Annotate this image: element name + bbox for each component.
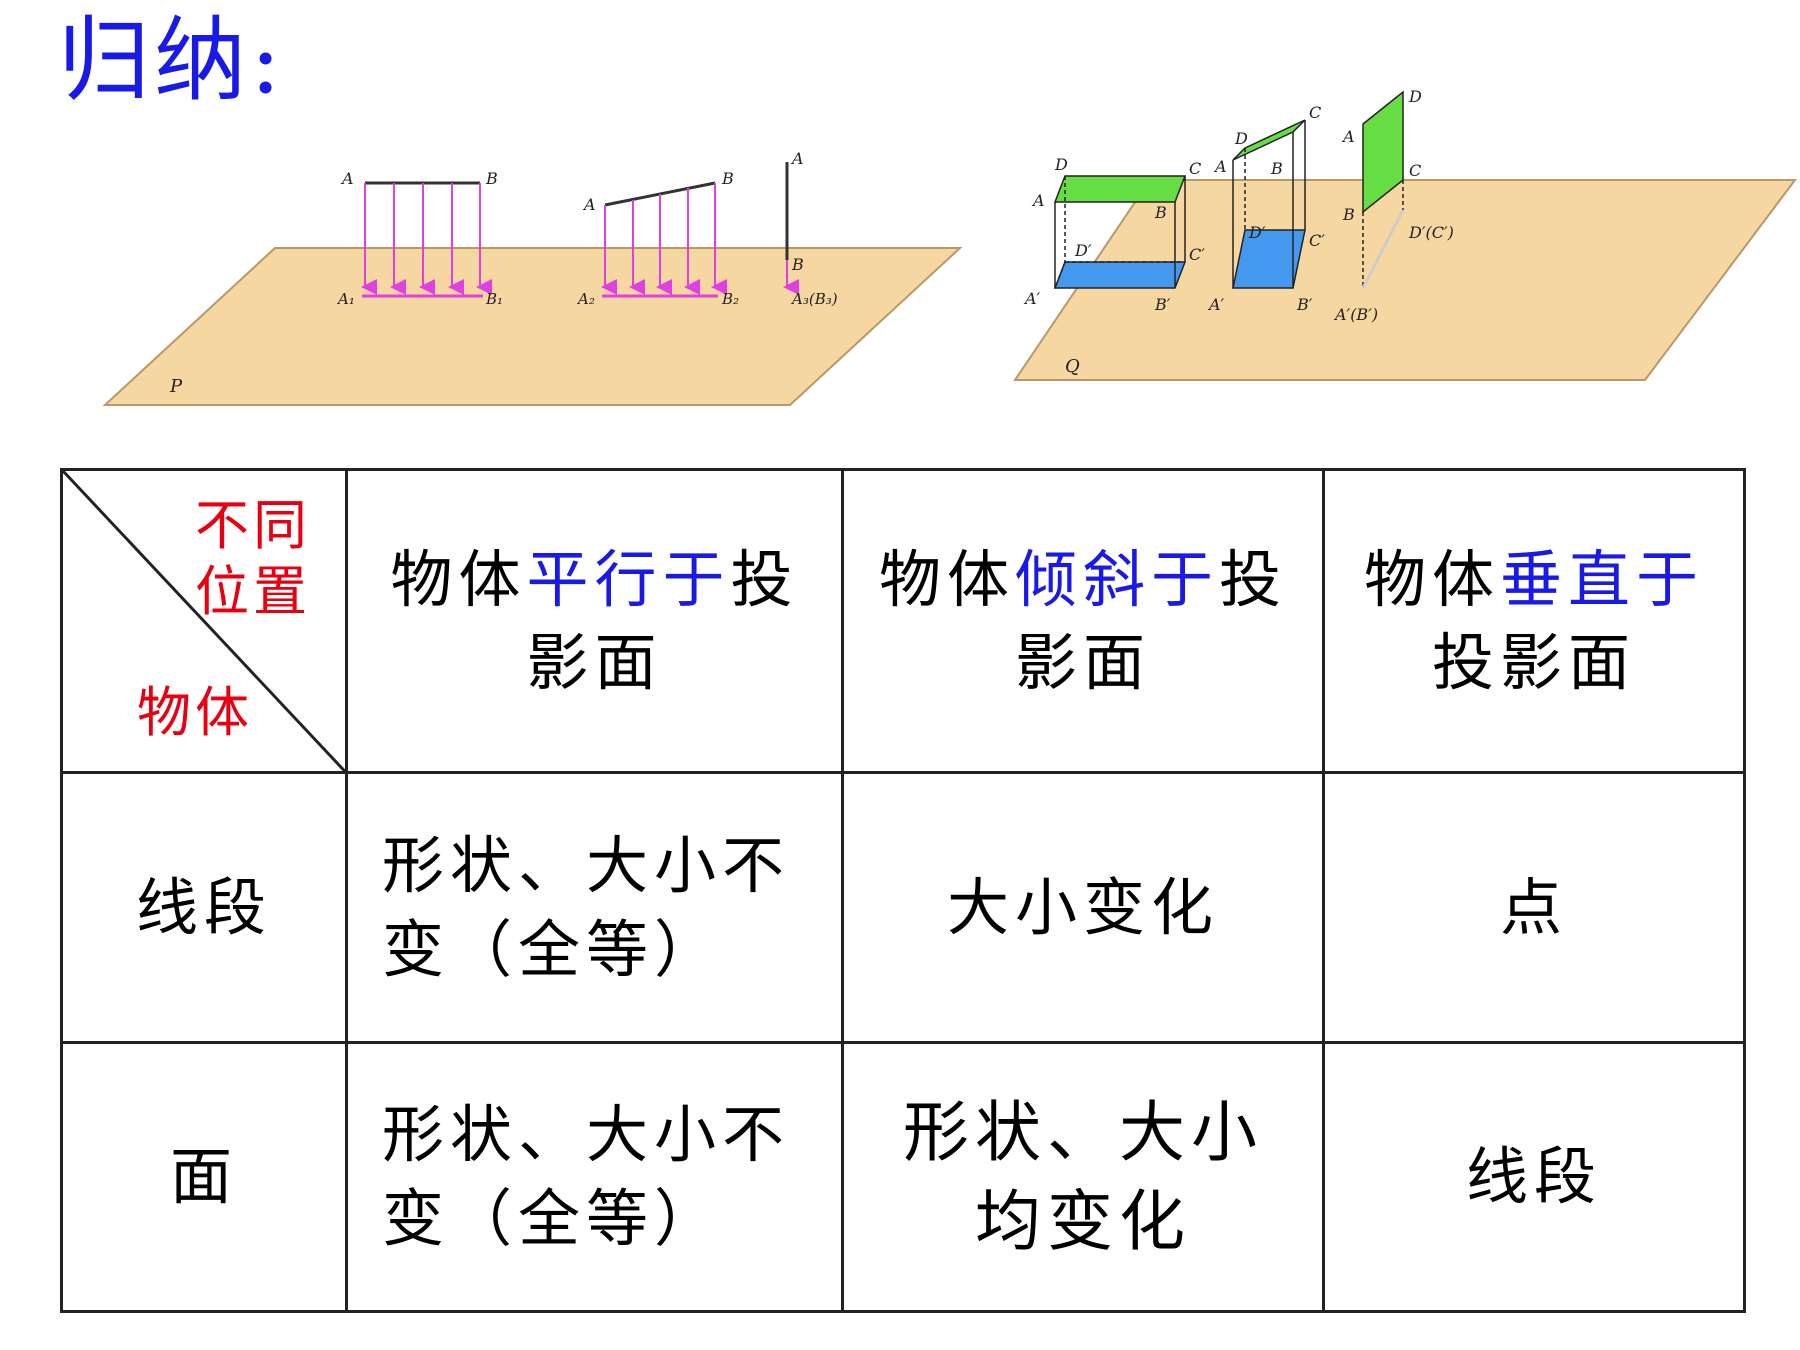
summary-table: 不同 位置 物体 物体平行于投 影面 物体倾斜于投 影面 物体垂直于 投影面 线… xyxy=(60,467,1746,1314)
diagonal-line xyxy=(63,471,345,772)
page-title: 归纳: xyxy=(58,7,285,114)
projection-segment-3 xyxy=(1361,209,1405,289)
label-c-1: C xyxy=(1189,159,1201,178)
label-a1-proj: A₁ xyxy=(336,290,355,308)
label-a1b1-3: A′(B′) xyxy=(1333,305,1378,324)
cell-face-parallel: 形状、大小不 变（全等） xyxy=(345,1040,844,1314)
label-b-3: B xyxy=(1342,205,1355,224)
label-a1-top: A xyxy=(340,169,354,188)
cell-segment-perpendicular: 点 xyxy=(1322,771,1746,1044)
label-b1-1: B′ xyxy=(1154,295,1171,314)
row-label-segment: 线段 xyxy=(60,771,348,1044)
plane-p xyxy=(102,247,963,406)
column-header-parallel: 物体平行于投 影面 xyxy=(345,467,844,775)
segment-projection-svg: A B A₁ B₁ A B A₂ B₂ A B A₃(B₃) P xyxy=(102,149,963,406)
plane-q xyxy=(1013,179,1797,381)
label-b2-top: B xyxy=(721,169,734,188)
face-projection-svg: D C A B D′ C′ A′ B′ D A B C D′ C′ A′ B′ … xyxy=(1013,87,1797,381)
face-abcd-1 xyxy=(1053,175,1187,203)
cell-face-inclined: 形状、大小 均变化 xyxy=(841,1040,1325,1314)
table-row-face: 面 形状、大小不 变（全等） 形状、大小 均变化 线段 xyxy=(60,1040,1746,1314)
label-d-3: D xyxy=(1408,87,1422,106)
projection-face-1 xyxy=(1053,261,1187,289)
label-d1-1: D′ xyxy=(1074,241,1092,260)
label-d1c1-3: D′(C′) xyxy=(1408,223,1454,242)
row-label-face: 面 xyxy=(60,1040,348,1314)
table-header-row: 不同 位置 物体 物体平行于投 影面 物体倾斜于投 影面 物体垂直于 投影面 xyxy=(60,467,1746,775)
label-c1-2: C′ xyxy=(1309,231,1325,250)
segment-projection-figure: A B A₁ B₁ A B A₂ B₂ A B A₃(B₃) P xyxy=(90,140,990,430)
cell-face-perpendicular: 线段 xyxy=(1322,1040,1746,1314)
cell-segment-parallel: 形状、大小不 变（全等） xyxy=(345,771,844,1044)
face-projection-figure: D C A B D′ C′ A′ B′ D A B C D′ C′ A′ B′ … xyxy=(1005,80,1800,410)
label-b3-top: B xyxy=(791,255,804,274)
label-a3-top: A xyxy=(790,149,804,168)
label-d-1: D xyxy=(1054,155,1068,174)
label-plane-p: P xyxy=(169,376,183,397)
corner-label-object: 物体 xyxy=(137,680,253,744)
label-d1-2: D′ xyxy=(1248,223,1266,242)
label-b1-2: B′ xyxy=(1296,295,1313,314)
label-c-3: C xyxy=(1409,161,1421,180)
label-a1-1: A′ xyxy=(1023,289,1041,308)
cell-segment-inclined: 大小变化 xyxy=(841,771,1325,1044)
corner-label-position: 不同 位置 xyxy=(195,494,311,623)
label-a-1: A xyxy=(1031,191,1045,210)
label-a3b3-proj: A₃(B₃) xyxy=(790,290,838,308)
label-c-2: C xyxy=(1309,103,1321,122)
column-header-inclined: 物体倾斜于投 影面 xyxy=(841,467,1325,775)
label-a2-proj: A₂ xyxy=(576,290,595,308)
label-b1-proj: B₁ xyxy=(485,290,503,308)
column-header-perpendicular: 物体垂直于 投影面 xyxy=(1322,467,1746,775)
label-b1-top: B xyxy=(485,169,498,188)
table-row-segment: 线段 形状、大小不 变（全等） 大小变化 点 xyxy=(60,771,1746,1044)
label-plane-q: Q xyxy=(1065,356,1080,377)
label-c1-1: C′ xyxy=(1189,245,1205,264)
label-a-2: A xyxy=(1213,157,1227,176)
label-a2-top: A xyxy=(582,195,596,214)
label-b2-proj: B₂ xyxy=(721,290,739,308)
label-b-1: B xyxy=(1154,203,1167,222)
label-a-3: A xyxy=(1341,127,1355,146)
label-b-2: B xyxy=(1270,159,1283,178)
projection-face-2 xyxy=(1232,229,1306,289)
corner-cell: 不同 位置 物体 xyxy=(60,467,348,775)
label-d-2: D xyxy=(1234,129,1248,148)
label-a1-2: A′ xyxy=(1207,295,1225,314)
